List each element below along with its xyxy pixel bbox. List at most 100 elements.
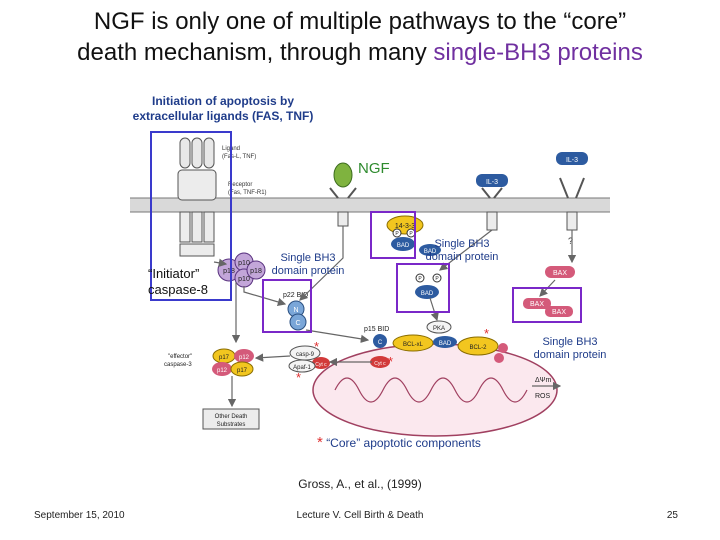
- initiator-line-1: “Initiator”: [148, 266, 200, 281]
- bcl-2-label: BCL-2: [469, 345, 487, 351]
- bax-bound-b: [494, 353, 504, 363]
- citation: Gross, A., et al., (1999): [298, 477, 422, 491]
- il3-mid-label: IL-3: [486, 179, 498, 186]
- phospho-c: [415, 273, 425, 283]
- ros-label: ROS: [535, 393, 551, 400]
- core-star-apaf1: *: [296, 370, 301, 385]
- bax-2-label: BAX: [530, 301, 544, 308]
- p10-a: p10: [238, 260, 250, 267]
- ligand-highlight-box: [150, 131, 232, 301]
- footer-course: Lecture V. Cell Birth & Death: [296, 510, 424, 521]
- footer-page-number: 25: [666, 510, 678, 521]
- bh3-label-left: Single BH3 domain protein: [264, 252, 352, 278]
- title-highlight: single-BH3 proteins: [433, 39, 643, 66]
- apaf-1: [288, 359, 316, 373]
- p12-b: [212, 362, 232, 376]
- casp-9-label: casp-9: [296, 352, 315, 358]
- bad-1433: [391, 237, 415, 251]
- bad-low-label: BAD: [421, 291, 434, 297]
- slide-title: NGF is only one of multiple pathways to …: [0, 6, 720, 68]
- bh3-left-line-2: domain protein: [271, 265, 345, 277]
- initiator-line-2: caspase-8: [148, 282, 208, 297]
- p12-a-label: p12: [239, 355, 250, 361]
- core-components-note: * “Core” apoptotic components: [317, 434, 481, 451]
- phospho-a: [392, 228, 402, 238]
- bax-highlight-box: [512, 287, 582, 323]
- bid-c-label: C: [295, 320, 300, 327]
- receptor-label: Receptor: [228, 182, 252, 188]
- bid-c-domain: [289, 313, 307, 331]
- bax-3-label: BAX: [552, 309, 566, 316]
- p15-bid-label: p15 BID: [364, 326, 389, 333]
- effector-line-2: caspase-3: [164, 362, 192, 368]
- phospho-d-label: P: [435, 276, 439, 282]
- p12-a: [234, 349, 254, 363]
- title-line-2-text: death mechanism, through many: [77, 39, 434, 66]
- phospho-a-label: P: [395, 231, 399, 237]
- bh3-label-center: Single BH3 domain protein: [414, 238, 510, 264]
- p10-b: p10: [238, 276, 250, 283]
- core-star-bcl2: *: [484, 326, 489, 341]
- bax-membrane-b: [545, 306, 573, 317]
- footer-date: September 15, 2010: [34, 510, 125, 521]
- bad-mito: [433, 336, 457, 348]
- p17-a-label: p17: [219, 355, 230, 361]
- subtitle-line-2: extracellular ligands (FAS, TNF): [132, 109, 314, 123]
- cyt-c-apoptosome: [312, 357, 330, 369]
- c-fragment-label: C: [378, 340, 383, 346]
- bcl-xl-label: BCL-xL: [403, 342, 424, 348]
- bh3-right-line-2: domain protein: [533, 349, 607, 361]
- receptor-sub: (Fas, TNF-R1): [228, 190, 267, 196]
- delta-psi-label: ΔΨm: [535, 377, 552, 384]
- phospho-b-label: P: [409, 231, 413, 237]
- p22-bid-label: p22 BID: [283, 292, 308, 299]
- p12-b-label: p12: [217, 368, 228, 374]
- other-line-2: Substrates: [217, 422, 246, 428]
- subtitle: Initiation of apoptosis by extracellular…: [108, 94, 338, 124]
- bid-n-label: N: [293, 307, 298, 314]
- question-mark: ?: [568, 236, 573, 246]
- other-line-1: Other Death: [215, 414, 248, 420]
- cyt-c-apoptosome-label: Cyt c: [315, 362, 327, 368]
- p17-b: [230, 361, 254, 377]
- bad-mito-label: BAD: [439, 341, 452, 347]
- phospho-d: [432, 273, 442, 283]
- c-fragment: [373, 334, 387, 348]
- 14-3-3-label: 14-3-3: [395, 223, 415, 230]
- bh3-center-line-1: Single BH3: [434, 238, 490, 250]
- initiator-caspase-label: “Initiator” caspase-8: [148, 266, 208, 298]
- bax-cytosol: [545, 266, 575, 278]
- other-death-substrates-box: [202, 408, 260, 430]
- core-note-text: “Core” apoptotic components: [326, 436, 481, 450]
- bh3-label-right: Single BH3 domain protein: [518, 336, 622, 362]
- bad-1433-label: BAD: [397, 243, 410, 249]
- pka: [426, 320, 452, 334]
- bh3-right-line-1: Single BH3: [542, 336, 598, 348]
- core-note-star: *: [317, 434, 323, 451]
- bad-center-label: BAD: [424, 249, 437, 255]
- bh3-center-line-2: domain protein: [425, 251, 499, 263]
- caspase-8-complex: [217, 252, 266, 288]
- effector-line-1: "effector": [168, 354, 192, 360]
- bax-1-label: BAX: [553, 270, 567, 277]
- bad-low: [415, 285, 439, 299]
- pka-label: PKA: [433, 326, 445, 332]
- il3-top-label: IL-3: [566, 157, 578, 164]
- bax-bound-a: [498, 343, 508, 353]
- bcl-2: [457, 336, 499, 356]
- title-line-2: death mechanism, through many single-BH3…: [0, 37, 720, 68]
- ligand-receptor-complex: [177, 137, 217, 257]
- bid-highlight-box: [262, 279, 312, 333]
- subtitle-line-1: Initiation of apoptosis by: [152, 94, 294, 108]
- bad-highlight-box: [370, 211, 416, 259]
- ngf-label: NGF: [358, 160, 390, 177]
- il3-receptor-right: [556, 152, 588, 231]
- p17-b-label: p17: [237, 368, 248, 374]
- ngf-receptor: [329, 162, 357, 227]
- bh3-left-line-1: Single BH3: [280, 252, 336, 264]
- bad-low-highlight-box: [396, 263, 450, 313]
- p18-a: p18: [223, 268, 235, 275]
- bcl-xl: [392, 334, 434, 352]
- core-star-cytc: *: [388, 354, 393, 369]
